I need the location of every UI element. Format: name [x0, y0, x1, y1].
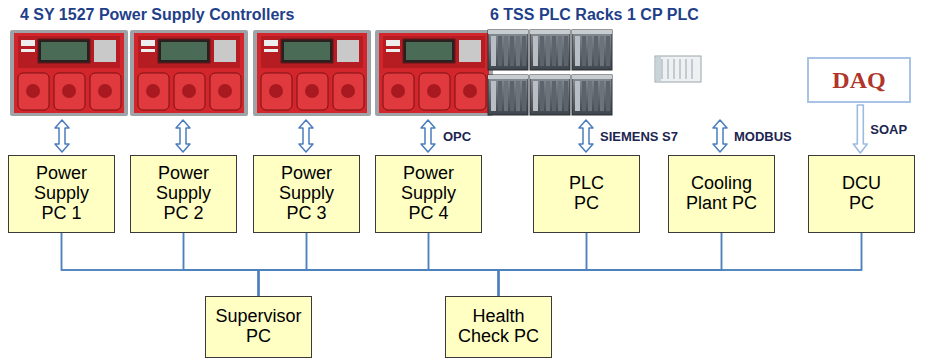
bus-connector [307, 233, 499, 296]
bus-connector [259, 233, 429, 296]
bus-connector [62, 233, 259, 296]
double-arrow [55, 120, 727, 152]
bus-connector [499, 233, 862, 296]
bus-line [184, 233, 259, 296]
bus-connector [259, 233, 307, 296]
bus-connector [184, 233, 499, 296]
protocol-label: OPC [443, 129, 471, 144]
plc-rack [572, 30, 612, 70]
protocol-label: MODBUS [734, 129, 792, 144]
box-text: Health Check PC [452, 307, 545, 347]
box-text: PLC PC [556, 174, 617, 214]
box-text: Cooling Plant PC [683, 174, 760, 214]
data-arrow [853, 105, 867, 153]
box-text: Power Supply PC 3 [268, 164, 345, 223]
pc-box: Power Supply PC 4 [375, 155, 482, 233]
cp-plc [655, 56, 701, 82]
bus-connector [184, 233, 259, 296]
pc-box: Power Supply PC 3 [253, 155, 360, 233]
power-supply-controller [130, 30, 248, 116]
bus-line [499, 233, 587, 296]
pc-box: Cooling Plant PC [668, 155, 775, 233]
plc-rack [572, 75, 612, 115]
box-text: DAQ [832, 67, 885, 93]
plc-rack [530, 75, 570, 115]
box-text: DCU PC [831, 174, 892, 214]
bus-line [259, 233, 862, 296]
daq-box: DAQ [807, 57, 911, 103]
bus-line [259, 233, 587, 296]
bus-line [307, 233, 499, 296]
bus-connector [259, 233, 722, 296]
bus-connector [499, 233, 587, 296]
pc-box: Supervisor PC [205, 296, 312, 358]
group-heading: 4 SY 1527 Power Supply Controllers [20, 6, 294, 24]
box-text: Power Supply PC 1 [23, 164, 100, 223]
bus-line [62, 233, 259, 296]
power-supply-controller [253, 30, 371, 116]
bus-line [499, 233, 722, 296]
protocol-label: SIEMENS S7 [600, 129, 678, 144]
pc-box: PLC PC [533, 155, 640, 233]
bus-line [499, 233, 862, 296]
bus-connector [62, 233, 499, 296]
bus-line [62, 233, 499, 296]
pc-box: Power Supply PC 1 [8, 155, 115, 233]
bus-connector [429, 233, 499, 296]
bus-line [259, 233, 722, 296]
box-text: Power Supply PC 4 [390, 164, 467, 223]
bus-line [259, 233, 429, 296]
arrow-shape [853, 105, 867, 153]
plc-rack [488, 30, 528, 70]
bus-line [259, 233, 307, 296]
bus-connector [499, 233, 722, 296]
bus-line [184, 233, 499, 296]
group-heading: 6 TSS PLC Racks [490, 6, 623, 24]
bus-connector [259, 233, 862, 296]
power-supply-controller [375, 30, 493, 116]
bus-line [429, 233, 499, 296]
plc-rack [488, 75, 528, 115]
power-supply-controller [10, 30, 128, 116]
pc-box: Health Check PC [445, 296, 552, 358]
protocol-label: SOAP [870, 122, 907, 137]
plc-rack [530, 30, 570, 70]
group-heading: 1 CP PLC [627, 6, 699, 24]
pc-box: Power Supply PC 2 [130, 155, 237, 233]
box-text: Power Supply PC 2 [145, 164, 222, 223]
pc-box: DCU PC [808, 155, 915, 233]
bus-connector [259, 233, 587, 296]
box-text: Supervisor PC [212, 307, 305, 347]
